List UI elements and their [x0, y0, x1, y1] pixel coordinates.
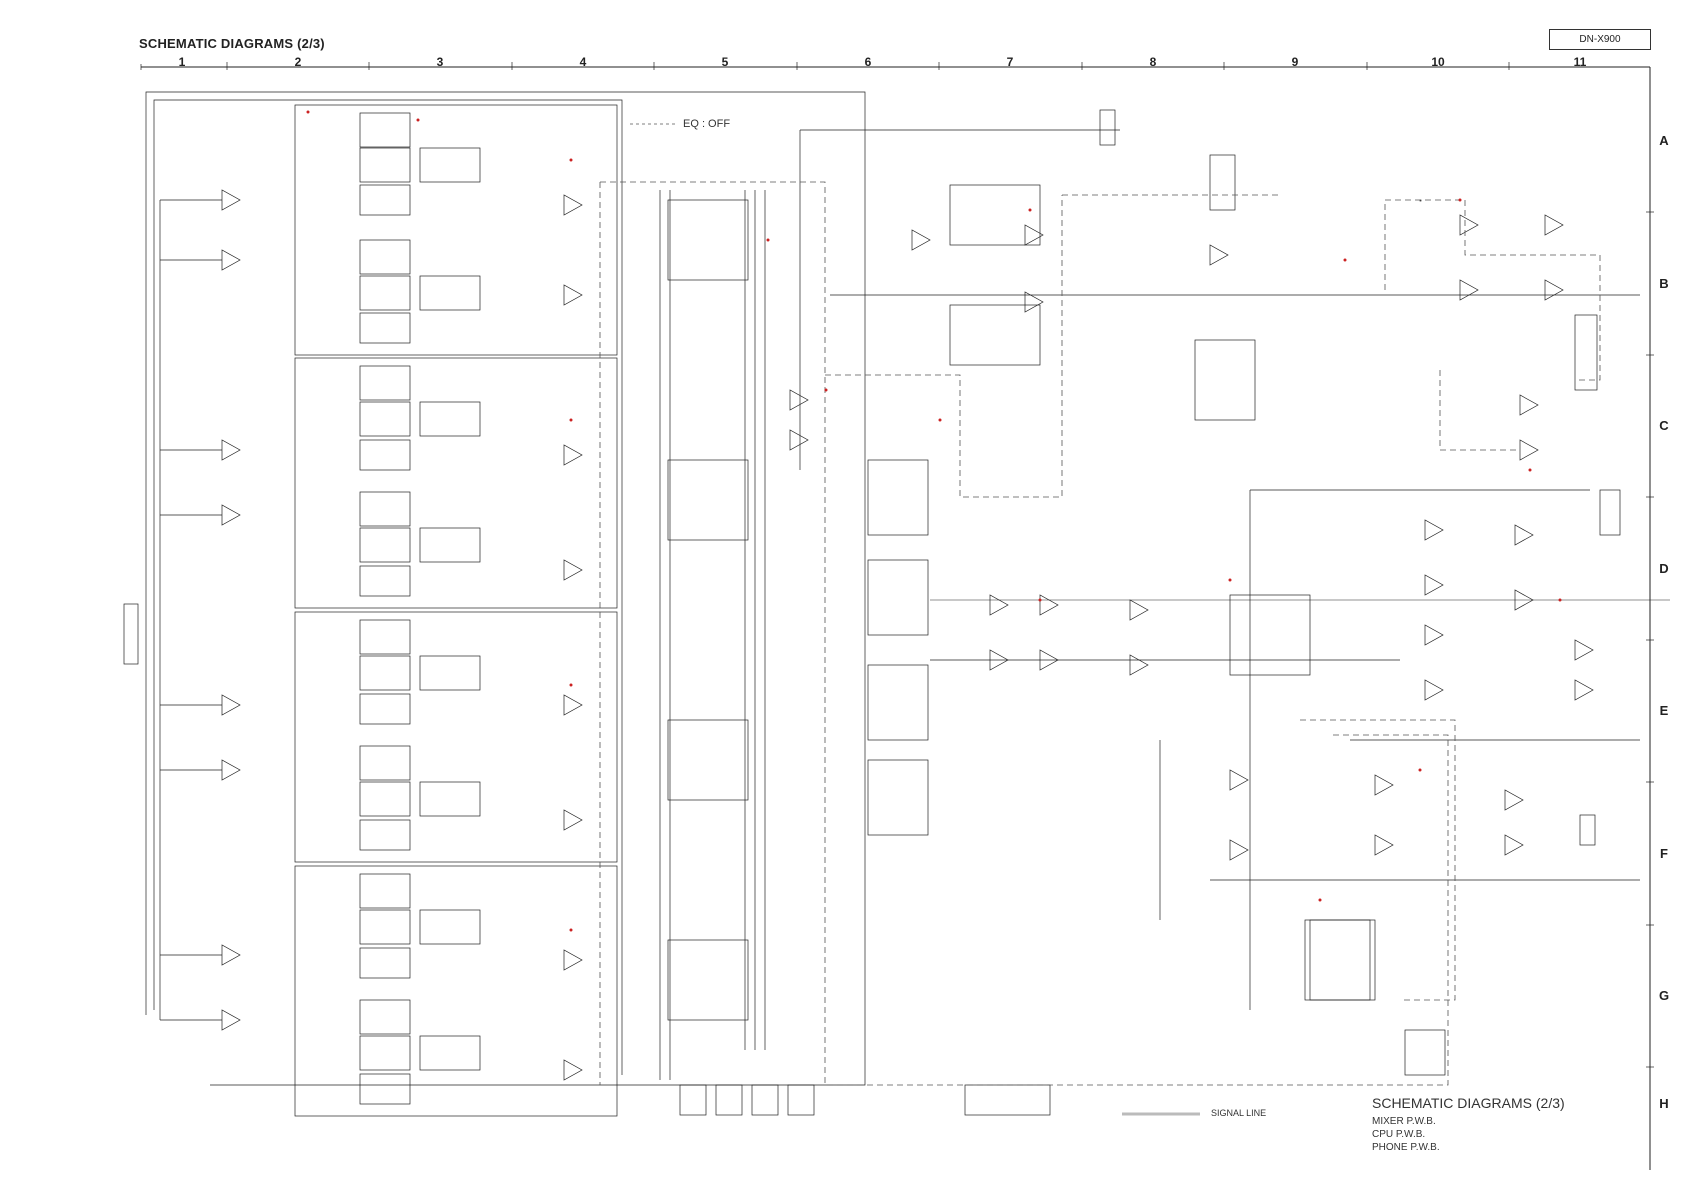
column-label-1: 1 — [178, 55, 186, 69]
row-label-f: F — [1660, 846, 1668, 861]
footer-title: SCHEMATIC DIAGRAMS (2/3) — [1372, 1095, 1565, 1111]
row-label-e: E — [1659, 703, 1669, 718]
column-label-5: 5 — [721, 55, 729, 69]
column-label-8: 8 — [1149, 55, 1157, 69]
model-number-box: DN-X900 — [1549, 29, 1651, 50]
column-label-3: 3 — [436, 55, 444, 69]
column-label-11: 11 — [1573, 55, 1587, 69]
row-label-g: G — [1658, 988, 1670, 1003]
row-label-d: D — [1659, 561, 1669, 576]
column-label-2: 2 — [294, 55, 302, 69]
row-label-c: C — [1659, 418, 1669, 433]
row-label-b: B — [1659, 276, 1669, 291]
board-label-cpu: CPU P.W.B. — [1372, 1129, 1426, 1140]
column-label-4: 4 — [579, 55, 587, 69]
page-title: SCHEMATIC DIAGRAMS (2/3) — [139, 36, 325, 51]
column-label-9: 9 — [1291, 55, 1299, 69]
row-label-h: H — [1659, 1096, 1669, 1111]
column-label-6: 6 — [864, 55, 872, 69]
column-label-10: 10 — [1431, 55, 1445, 69]
model-number: DN-X900 — [1579, 34, 1621, 45]
signal-line-legend: SIGNAL LINE — [1211, 1108, 1267, 1118]
column-label-7: 7 — [1006, 55, 1014, 69]
eq-off-legend: EQ : OFF — [683, 118, 731, 130]
row-label-a: A — [1659, 133, 1669, 148]
board-label-mixer: MIXER P.W.B. — [1372, 1116, 1436, 1127]
board-label-phone: PHONE P.W.B. — [1372, 1142, 1440, 1153]
